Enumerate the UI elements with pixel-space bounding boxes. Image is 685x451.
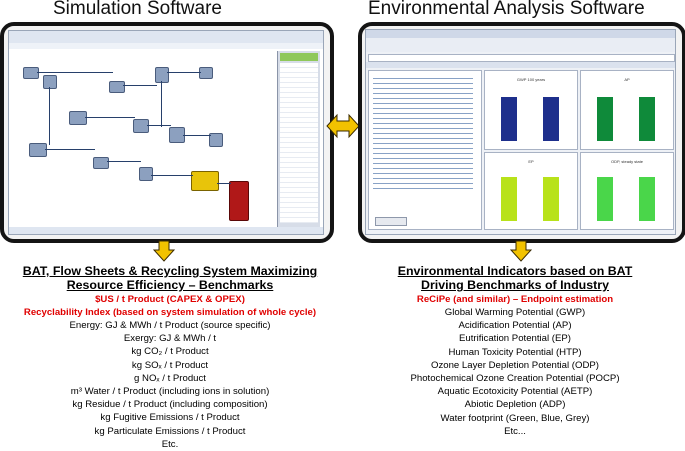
left-item: kg Fugitive Emissions / t Product xyxy=(100,412,240,424)
flowsheet-unit[interactable] xyxy=(139,167,153,181)
ep-bar xyxy=(501,177,517,221)
resource-efficiency-benchmarks: BAT, Flow Sheets & Recycling System Maxi… xyxy=(0,264,340,451)
environmental-software-frame: GWP 100 years AP EP ODP, steady state xyxy=(358,22,685,243)
stream-line[interactable] xyxy=(147,125,171,126)
chart-ap: AP xyxy=(580,70,674,150)
tree-pane[interactable] xyxy=(368,70,482,230)
analysis-toolbar[interactable] xyxy=(366,38,675,52)
left-item: Energy: GJ & MWh / t Product (source spe… xyxy=(69,320,271,331)
analysis-titlebar[interactable] xyxy=(366,30,675,38)
left-item: kg SOₓ / t Product xyxy=(131,359,209,371)
flowsheet-unit[interactable] xyxy=(133,119,149,133)
data-grid[interactable] xyxy=(277,51,320,227)
stream-line[interactable] xyxy=(49,87,50,145)
analysis-path-field[interactable] xyxy=(368,54,675,62)
left-red-line2: Recyclability Index (based on system sim… xyxy=(23,307,317,318)
left-item: Exergy: GJ & MWh / t xyxy=(123,333,217,345)
left-item: Etc. xyxy=(161,438,179,450)
down-arrow-icon xyxy=(153,240,175,262)
right-item: Ozone Layer Depletion Potential (ODP) xyxy=(431,359,599,371)
chart-ep: EP xyxy=(484,152,578,230)
stream-line[interactable] xyxy=(167,72,201,73)
right-item: Acidification Potential (AP) xyxy=(458,320,572,332)
analysis-window: GWP 100 years AP EP ODP, steady state xyxy=(365,29,676,235)
chart-gwp: GWP 100 years xyxy=(484,70,578,150)
ep-bar xyxy=(543,177,559,221)
tree-items[interactable] xyxy=(373,75,473,191)
right-item: Abiotic Depletion (ADP) xyxy=(464,399,566,411)
simulation-software-title: Simulation Software xyxy=(53,0,222,19)
environmental-indicators: Environmental Indicators based on BAT Dr… xyxy=(345,264,685,438)
right-heading-line1: Environmental Indicators based on BAT xyxy=(397,264,633,278)
right-item: Aquatic Ecotoxicity Potential (AETP) xyxy=(437,386,593,398)
right-red-line1: ReCiPe (and similar) – Endpoint estimati… xyxy=(416,294,614,305)
flowsheet-unit[interactable] xyxy=(109,81,125,93)
right-item: Eutrification Potential (EP) xyxy=(459,333,571,345)
right-heading-line2: Driving Benchmarks of Industry xyxy=(421,278,609,292)
flowsheet-unit[interactable] xyxy=(23,67,39,79)
flowsheet-unit[interactable] xyxy=(93,157,109,169)
furnace-unit[interactable] xyxy=(191,171,219,191)
environmental-software-title: Environmental Analysis Software xyxy=(368,0,645,19)
down-arrow-icon xyxy=(510,240,532,262)
flowsheet-unit[interactable] xyxy=(29,143,47,157)
chart-ep-title: EP xyxy=(528,159,534,164)
grid-header xyxy=(280,53,318,61)
flowsheet-unit[interactable] xyxy=(43,75,57,89)
stream-line[interactable] xyxy=(161,81,162,127)
stream-line[interactable] xyxy=(107,161,141,162)
double-arrow-icon xyxy=(326,113,360,139)
chart-odp-title: ODP, steady state xyxy=(611,159,643,164)
chart-gwp-title: GWP 100 years xyxy=(516,77,546,82)
left-item: g NOₓ / t Product xyxy=(134,372,206,384)
stream-line[interactable] xyxy=(37,72,113,73)
odp-bar xyxy=(639,177,655,221)
simulation-toolbar[interactable] xyxy=(9,31,323,43)
odp-bar xyxy=(597,177,613,221)
analysis-tabs[interactable] xyxy=(366,62,675,68)
right-item: Etc... xyxy=(504,425,526,437)
stream-line[interactable] xyxy=(217,183,231,184)
stream-line[interactable] xyxy=(45,149,95,150)
left-item: m³ Water / t Product (including ions in … xyxy=(70,386,270,398)
calculate-button[interactable] xyxy=(375,217,407,226)
chart-ap-title: AP xyxy=(624,77,630,82)
ap-bar xyxy=(597,97,613,141)
left-heading-line2: Resource Efficiency – Benchmarks xyxy=(66,278,274,292)
left-red-line1: $US / t Product (CAPEX & OPEX) xyxy=(95,294,245,305)
right-item: Global Warming Potential (GWP) xyxy=(444,307,586,318)
stream-line[interactable] xyxy=(85,117,135,118)
left-item: kg Particulate Emissions / t Product xyxy=(94,425,246,437)
simulation-menu[interactable] xyxy=(9,43,323,49)
gwp-bar xyxy=(543,97,559,141)
flowsheet-unit[interactable] xyxy=(199,67,213,79)
grid-rows[interactable] xyxy=(280,63,318,223)
flowsheet-unit[interactable] xyxy=(155,67,169,83)
stream-line[interactable] xyxy=(123,85,157,86)
gwp-bar xyxy=(501,97,517,141)
flowsheet-unit[interactable] xyxy=(209,133,223,147)
flowsheet-unit[interactable] xyxy=(69,111,87,125)
right-item: Human Toxicity Potential (HTP) xyxy=(448,346,582,358)
left-heading-line1: BAT, Flow Sheets & Recycling System Maxi… xyxy=(22,264,318,278)
left-item: kg CO₂ / t Product xyxy=(131,346,209,358)
right-item: Water footprint (Green, Blue, Grey) xyxy=(440,412,590,424)
status-tabs[interactable] xyxy=(9,227,323,234)
stream-line[interactable] xyxy=(151,175,193,176)
simulation-window xyxy=(8,30,324,235)
right-item: Photochemical Ozone Creation Potential (… xyxy=(410,373,620,385)
simulation-software-frame xyxy=(0,22,334,243)
ap-bar xyxy=(639,97,655,141)
converter-unit[interactable] xyxy=(229,181,249,221)
left-item: kg Residue / t Product (including compos… xyxy=(72,399,268,411)
stream-line[interactable] xyxy=(183,135,211,136)
chart-odp: ODP, steady state xyxy=(580,152,674,230)
